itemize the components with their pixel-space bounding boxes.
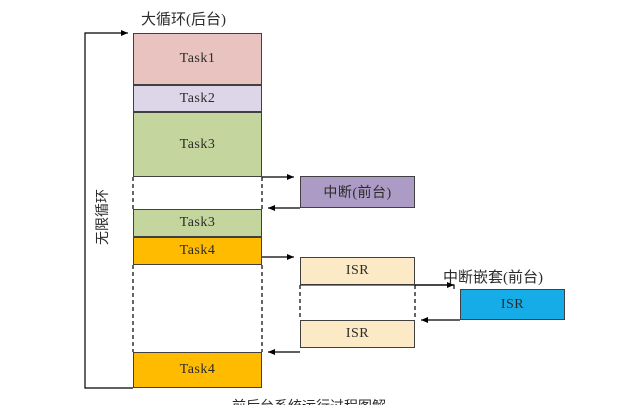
label-infinite-loop: 无限循环 xyxy=(96,189,111,245)
task-block-task3-first: Task3 xyxy=(133,112,262,177)
dashed-guide-isr xyxy=(299,285,416,320)
isr-block-nested: ISR xyxy=(460,289,565,320)
title-nested-interrupt: 中断嵌套(前台) xyxy=(443,270,543,286)
preempted-gap-2 xyxy=(133,265,262,352)
preempted-gap-1 xyxy=(133,177,262,209)
isr-block-lower: ISR xyxy=(300,320,415,348)
arrow-enter-nested-isr xyxy=(300,282,455,289)
task-block-task3-second: Task3 xyxy=(133,209,262,237)
isr-block-upper: ISR xyxy=(300,257,415,285)
task-block-task4-first: Task4 xyxy=(133,237,262,265)
diagram-caption: 前后台系统运行过程图解 xyxy=(232,396,462,405)
interrupt-block: 中断(前台) xyxy=(300,176,415,208)
task-block-task1: Task1 xyxy=(133,33,262,85)
task-block-task4-second: Task4 xyxy=(133,352,262,388)
title-main-loop: 大循环(后台) xyxy=(141,12,226,28)
task-block-task2: Task2 xyxy=(133,85,262,112)
